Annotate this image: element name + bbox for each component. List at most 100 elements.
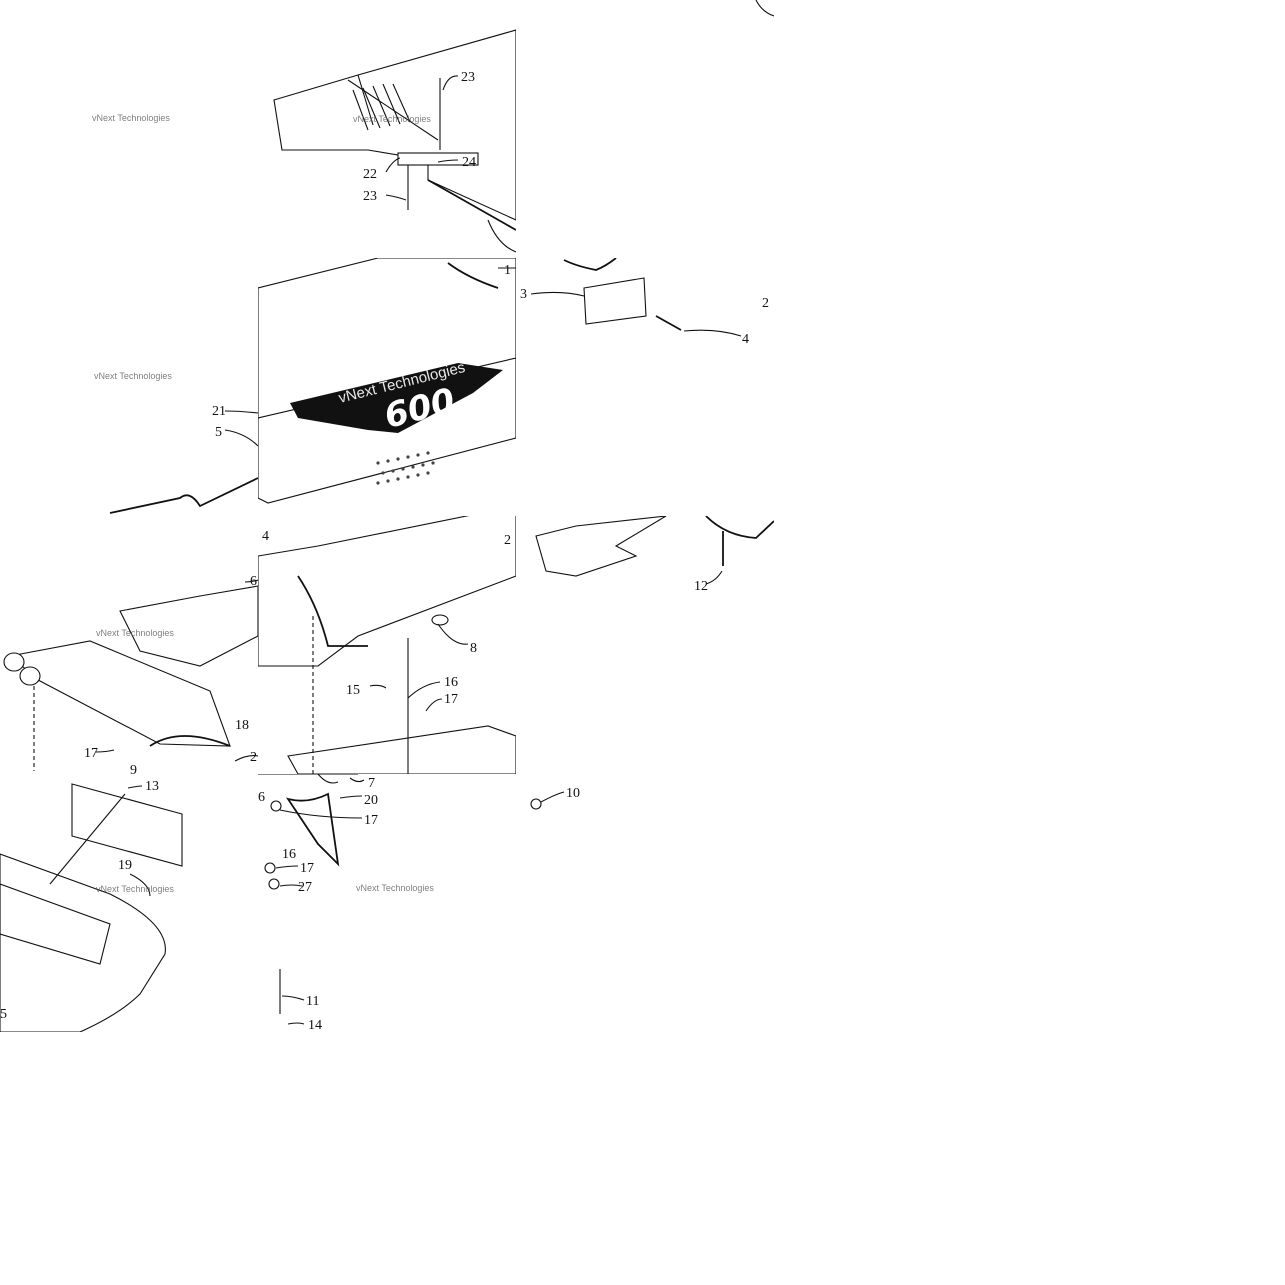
leader-14 xyxy=(287,1022,305,1025)
watermark-tile: vNext Technologies xyxy=(92,113,170,123)
callout-16a: 16 xyxy=(444,675,458,690)
leader-17a xyxy=(425,698,443,712)
leader-24 xyxy=(437,159,459,163)
callout-2a: 2 xyxy=(762,296,769,311)
chassis-drawing: 4 8 15 16 17 2 xyxy=(258,516,516,774)
leader-13 xyxy=(127,785,143,789)
top-panel xyxy=(273,29,516,221)
leader-23a xyxy=(442,75,459,91)
callout-17a: 17 xyxy=(444,692,458,707)
callout-21: 21 xyxy=(212,404,226,419)
vent-dots xyxy=(376,451,435,485)
plate-inner xyxy=(0,883,111,965)
chassis-edge xyxy=(297,575,368,647)
watermark: vNext Technologies xyxy=(96,628,174,638)
callout-23b: 23 xyxy=(363,189,377,204)
diagram-tile-row3-middle: 4 8 15 16 17 2 xyxy=(258,516,516,774)
watermark: vNext Technologies xyxy=(356,883,434,893)
callout-13: 13 xyxy=(145,779,159,794)
leader-8 xyxy=(437,623,469,645)
callout-10: 10 xyxy=(566,786,580,801)
hinge-edge xyxy=(563,258,617,271)
callout-1: 1 xyxy=(504,263,511,278)
callout-23a: 23 xyxy=(461,70,475,85)
torn-edge xyxy=(447,262,499,289)
logo-banner xyxy=(290,363,503,433)
leader-2 xyxy=(234,755,258,762)
arc-drawing xyxy=(755,0,774,17)
bumper-drawing: 2 6 18 17 9 vNext Technologies xyxy=(3,574,258,774)
leader-17b xyxy=(95,749,115,753)
callout-27: 27 xyxy=(298,880,312,895)
callout-8: 8 xyxy=(470,641,477,656)
bracket-drawing: 12 xyxy=(535,516,774,594)
diagram-tile-row3-left: 2 6 18 17 9 vNext Technologies xyxy=(0,516,258,774)
frame-rail xyxy=(119,585,258,667)
callout-24: 24 xyxy=(462,155,476,170)
nut-c xyxy=(268,878,280,890)
callout-9: 9 xyxy=(130,763,137,774)
panel-drawing: 23 22 24 23 vNext Technologies xyxy=(273,29,516,253)
leader-4 xyxy=(683,329,742,337)
diagram-tile-row4-right: 10 xyxy=(516,774,774,1032)
tube-end-b xyxy=(19,666,41,686)
cover-plate xyxy=(71,783,183,867)
callout-5a: 5 xyxy=(215,425,222,440)
callout-18: 18 xyxy=(235,718,249,733)
leader-5 xyxy=(224,429,258,447)
diagram-tile-row2-right: 3 4 2 xyxy=(516,258,774,516)
panel-hatch xyxy=(352,83,411,131)
watermark: vNext Technologies xyxy=(353,114,431,124)
watermark: vNext Technologies xyxy=(92,113,170,123)
leader-10 xyxy=(540,791,565,803)
mount-bracket xyxy=(535,516,667,577)
leader-20 xyxy=(339,795,363,799)
leader-17d xyxy=(275,865,299,869)
nut-b xyxy=(264,862,276,874)
callout-2b: 2 xyxy=(504,533,511,548)
diagram-tile-row4-middle: 7 20 6 17 16 17 27 11 14 vNext Technolog… xyxy=(258,774,516,1032)
chassis-body xyxy=(258,516,516,667)
plate-drawing: 3 4 2 xyxy=(520,258,769,347)
diagram-tile-row2-left: vNext Technologies 21 5 xyxy=(0,258,258,516)
watermark: vNext Technologies xyxy=(96,884,174,894)
leader-21 xyxy=(224,410,258,414)
leader-11 xyxy=(281,995,305,1001)
callout-7: 7 xyxy=(368,776,375,791)
leader-6 xyxy=(244,579,258,583)
callout-17d: 17 xyxy=(300,861,314,876)
callout-6a: 6 xyxy=(250,574,257,589)
tunnel-edge xyxy=(109,477,258,514)
callout-12: 12 xyxy=(694,579,708,594)
nut-drawing: 10 xyxy=(530,786,580,810)
diagram-tile-row4-left: 13 19 5 vNext Technologies xyxy=(0,774,258,1032)
leader-3 xyxy=(530,291,585,297)
watermark: vNext Technologies xyxy=(94,371,172,381)
leader-16 xyxy=(407,681,441,699)
callout-19: 19 xyxy=(118,858,132,873)
leader-23b xyxy=(385,194,407,201)
leader-7 xyxy=(349,777,365,783)
callout-6b: 6 xyxy=(258,790,265,805)
diagram-tile-row3-right: 12 xyxy=(516,516,774,774)
diagram-tile-top-middle: 23 22 24 23 vNext Technologies xyxy=(258,0,516,258)
leader-27 xyxy=(279,884,303,887)
tube-end-a xyxy=(3,652,25,672)
diagram-tile-top-right xyxy=(516,0,774,258)
callout-4a: 4 xyxy=(742,332,749,347)
diagram-tile-row2-middle: 600 vNext Technologies 1 xyxy=(258,258,516,516)
tread-edge xyxy=(149,735,231,747)
leader-19 xyxy=(129,873,151,897)
leader-12 xyxy=(705,570,723,585)
callout-15: 15 xyxy=(346,683,360,698)
callout-11: 11 xyxy=(306,994,319,1009)
bushing xyxy=(431,614,449,626)
callout-2c: 2 xyxy=(250,750,257,765)
logo-panel-drawing: 600 vNext Technologies 1 xyxy=(258,258,516,504)
callout-4b: 4 xyxy=(262,529,269,544)
callout-16b: 16 xyxy=(282,847,296,862)
leader-22 xyxy=(385,157,401,173)
bolt xyxy=(655,315,682,331)
lower-panel-edge xyxy=(427,179,516,231)
callout-3: 3 xyxy=(520,287,527,302)
